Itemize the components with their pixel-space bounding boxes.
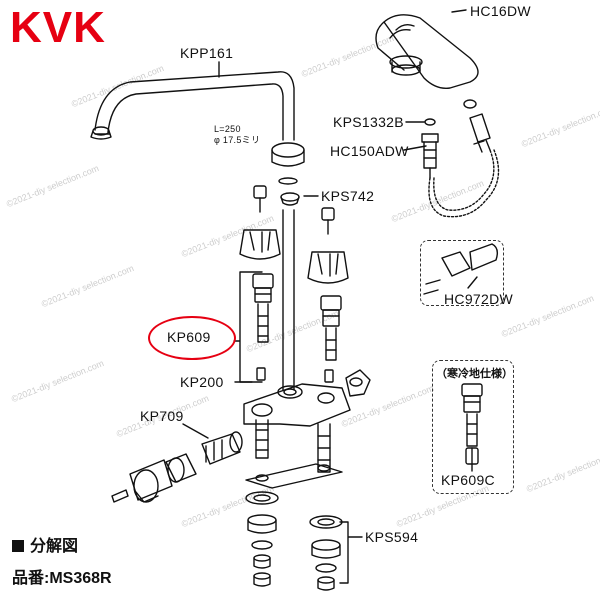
cold-region-title: （寒冷地仕様） — [436, 368, 513, 380]
part-label-kp609c: KP609C — [441, 472, 495, 488]
part-label-kps594: KPS594 — [365, 529, 419, 545]
right-valve-stack-illustration — [307, 207, 371, 397]
part-label-kp709: KP709 — [140, 408, 184, 424]
diagram-title-text: 分解図 — [30, 538, 79, 555]
part-label-hc150adw: HC150ADW — [330, 143, 409, 159]
cartridge-kp709-illustration — [111, 431, 243, 503]
faucet-body-illustration — [243, 383, 351, 473]
mounting-plate-illustration — [245, 463, 343, 591]
spout-kpp161-illustration — [90, 71, 305, 206]
diagram-title: 分解図 — [12, 532, 78, 556]
part-label-kps742: KPS742 — [321, 188, 375, 204]
holder-hc972dw-illustration — [423, 243, 499, 295]
spout-diameter-label: φ 17.5ミリ — [214, 135, 261, 145]
part-label-kpp161: KPP161 — [180, 45, 234, 61]
spout-length-label: L=250 — [214, 124, 241, 134]
cold-region-callout-box — [432, 360, 514, 494]
part-label-hc972dw: HC972DW — [444, 291, 514, 307]
model-number: 品番:MS368R — [12, 570, 112, 587]
hose-hc150adw-illustration — [421, 118, 500, 218]
kvk-logo: KVK — [10, 3, 106, 52]
cartridge-kp609c-illustration — [461, 383, 483, 465]
shower-head-hc16dw-illustration — [375, 9, 491, 153]
part-label-hc16dw: HC16DW — [470, 3, 531, 19]
left-valve-stack-illustration — [239, 185, 281, 381]
hc972dw-callout-box — [420, 240, 504, 306]
square-bullet-icon — [12, 540, 24, 552]
part-label-kps1332b: KPS1332B — [333, 114, 404, 130]
part-label-kp200: KP200 — [180, 374, 224, 390]
kp609-highlight-circle — [148, 316, 236, 360]
